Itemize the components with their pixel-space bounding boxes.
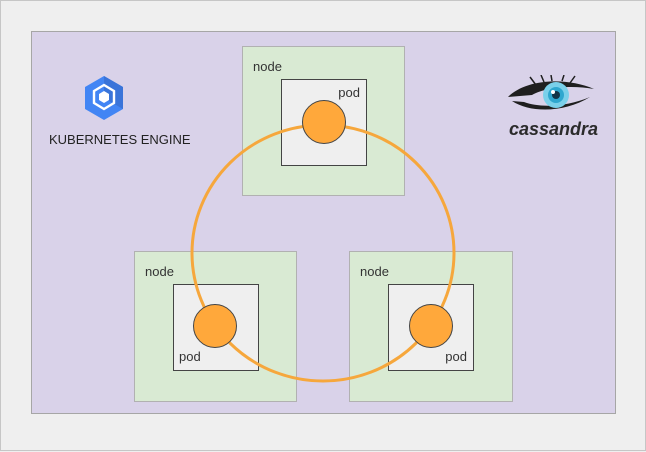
node-top-label: node xyxy=(253,59,282,74)
cassandra-wordmark: cassandra xyxy=(509,119,599,139)
pod-bottom-right: pod xyxy=(388,284,474,371)
pod-bottom-left-label: pod xyxy=(179,349,201,364)
pod-bottom-right-label: pod xyxy=(445,349,467,364)
pod-top-label: pod xyxy=(338,85,360,100)
pod-bottom-left: pod xyxy=(173,284,259,371)
kubernetes-engine-label: KUBERNETES ENGINE xyxy=(49,132,191,147)
cassandra-eye-icon xyxy=(508,75,594,110)
node-bottom-right-label: node xyxy=(360,264,389,279)
node-top: node pod xyxy=(242,46,405,196)
node-bottom-left-label: node xyxy=(145,264,174,279)
node-bottom-right: node pod xyxy=(349,251,513,402)
kubernetes-engine-icon xyxy=(85,76,123,120)
pod-top: pod xyxy=(281,79,367,166)
node-bottom-left: node pod xyxy=(134,251,297,402)
